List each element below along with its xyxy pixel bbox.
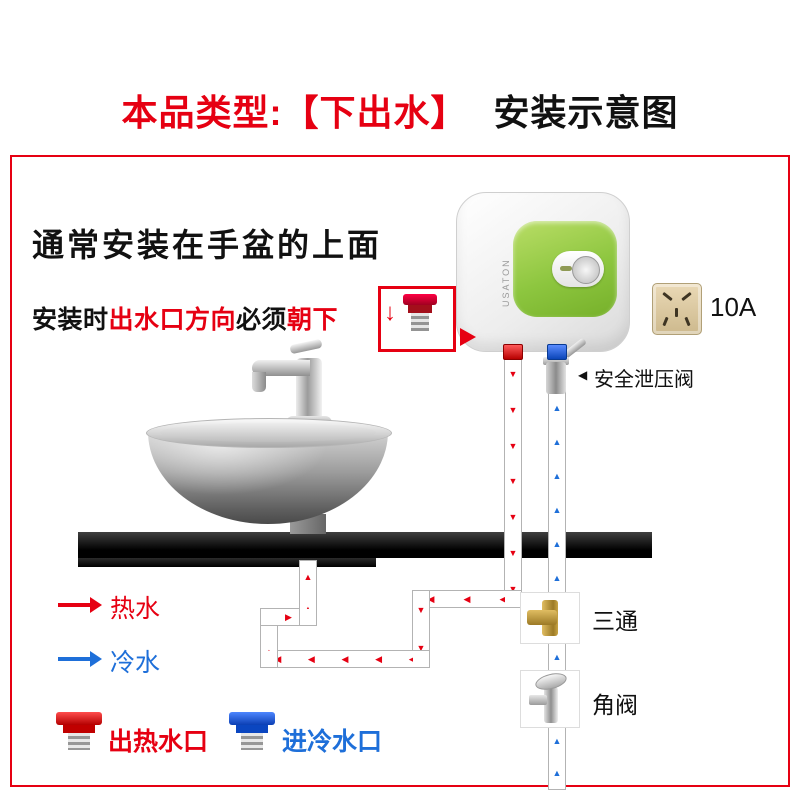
angle-valve-outlet [529,695,547,705]
outlet-fitting-cap [403,294,437,305]
safety-valve-label: 安全泄压阀 [594,369,694,391]
heater-cold-inlet [547,344,567,360]
cold-pipe-lower: ▲▲ [548,724,566,790]
warning-part: 朝下 [287,306,339,334]
power-socket [652,283,702,335]
outlet-fitting-thread [411,313,429,331]
safety-valve-nut [543,357,569,365]
fitting-thread [241,733,263,750]
hot-pipe-from-heater: ▼▼▼▼▼▼▼ [504,356,522,608]
diagram-frame [10,155,790,787]
outlet-callout: ↓ [378,286,456,352]
knob-dial [572,256,600,284]
socket-slit [662,316,669,327]
pipe-joint [413,591,427,606]
tee-fitting-branch [527,610,557,625]
pipe-joint [261,651,275,666]
warning-part: 出水口方向 [108,306,237,334]
angle-valve-box [520,670,580,728]
fitting-thread [68,733,90,750]
angle-valve-icon [544,687,558,723]
socket-slit [675,308,678,317]
down-arrow-icon: ↓ [384,299,396,326]
pipe-joint [413,651,427,666]
legend-cold-label: 冷水 [110,649,161,677]
cold-pipe-mid: ▲ [548,640,566,674]
outlet-fitting-collar [408,305,432,313]
fitting-collar [236,725,268,733]
arrow-head [90,651,102,667]
diagram-title-label: 安装示意图 [493,92,679,133]
heater-brand-label: USATON [501,258,511,307]
fitting-collar [63,725,95,733]
fitting-cap [229,712,275,725]
arrow-head [90,597,102,613]
arrow-line [58,603,92,607]
cold-inlet-label: 进冷水口 [282,728,383,756]
arrow-line [58,657,92,661]
hot-outlet-label: 出热水口 [108,728,209,756]
product-type-label: 本品类型:【下出水】 [121,92,468,133]
tee-label: 三通 [592,608,638,634]
socket-slit [684,316,691,327]
pipe-joint [261,609,275,624]
water-heater: USATON [456,192,630,352]
socket-slit [681,291,692,302]
knob-indicator [560,266,572,271]
safety-valve-pointer-icon: ◀ [578,368,588,382]
socket-slit [662,291,673,302]
placement-note: 通常安装在手盆的上面 [32,227,383,263]
angle-valve-label: 角阀 [592,692,638,718]
callout-pointer-icon [460,328,476,346]
pipe-joint [505,591,519,606]
legend-hot-arrow-icon [58,597,106,613]
faucet-spout-tip [252,372,266,392]
faucet-spout [252,360,310,376]
socket-rating-label: 10A [710,292,757,322]
tee-fitting-box [520,592,580,644]
heater-hot-outlet [503,344,523,360]
pipe-joint [300,609,314,624]
sink-rim-inner [160,423,376,442]
cold-inlet-fitting-icon [228,712,276,756]
warning-part: 必须 [236,306,288,334]
legend-hot-label: 热水 [110,595,161,623]
heater-control-panel [513,221,617,317]
hot-pipe-lower-run: ◀◀◀◀◀ [260,650,430,668]
legend-cold-arrow-icon [58,651,106,667]
heater-knob [552,251,604,287]
countertop-edge [78,558,376,567]
safety-valve-icon [546,362,566,394]
fitting-cap [56,712,102,725]
hot-outlet-fitting-icon [55,712,103,756]
page-title: 本品类型:【下出水】安装示意图 [0,84,800,136]
warning-part: 安装时 [32,306,109,334]
warning-note: 安装时出水口方向必须朝下 [32,300,338,336]
